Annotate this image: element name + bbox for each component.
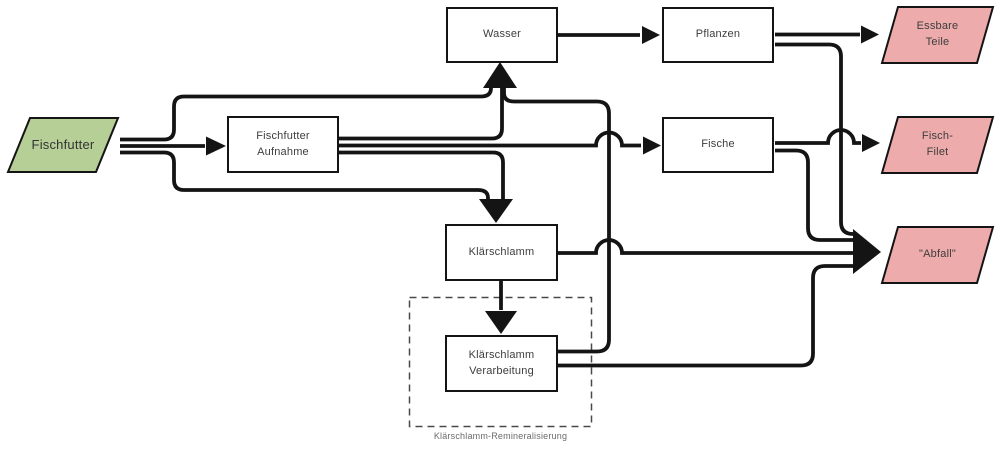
edge-pflanzen-abfall	[775, 42, 856, 236]
edge-aufnahme-wasser	[338, 87, 504, 141]
arrowhead-wasser	[483, 62, 517, 88]
essbare-teile-parallelogram	[880, 6, 995, 64]
arrowhead-pflanzen	[642, 26, 660, 44]
fischfutter-aufnahme-box	[227, 116, 339, 173]
arrowhead-essbare-teile	[861, 25, 879, 44]
wasser-box	[446, 7, 558, 63]
edges	[120, 25, 881, 368]
edge-fische-abfall	[775, 148, 856, 242]
edge-fische-fisch-filet	[775, 128, 861, 145]
fisch-filet-parallelogram	[880, 116, 995, 174]
arrowhead-fisch-filet	[862, 134, 880, 152]
abfall-parallelogram	[880, 226, 995, 284]
arrowhead-verarbeitung	[485, 311, 517, 334]
fische-box	[662, 117, 774, 173]
klaerschlamm-verarbeitung-box	[445, 335, 558, 392]
arrowhead-abfall	[853, 229, 881, 274]
edge-fischfutter-wasser	[120, 87, 493, 142]
edge-klaerschlamm-abfall	[557, 238, 857, 255]
edge-verarbeitung-wasser	[502, 87, 611, 354]
pflanzen-box	[662, 7, 774, 63]
nodes	[6, 6, 995, 392]
arrowhead-klaerschlamm	[479, 199, 513, 223]
arrowhead-aufnahme	[206, 136, 226, 156]
fischfutter-parallelogram	[6, 117, 120, 173]
klaerschlamm-box	[445, 224, 558, 281]
edge-verarbeitung-abfall	[557, 264, 856, 368]
edge-fischfutter-klaerschlamm	[120, 150, 490, 200]
arrowhead-fische	[643, 136, 661, 155]
edge-aufnahme-klaerschlamm	[338, 150, 505, 200]
